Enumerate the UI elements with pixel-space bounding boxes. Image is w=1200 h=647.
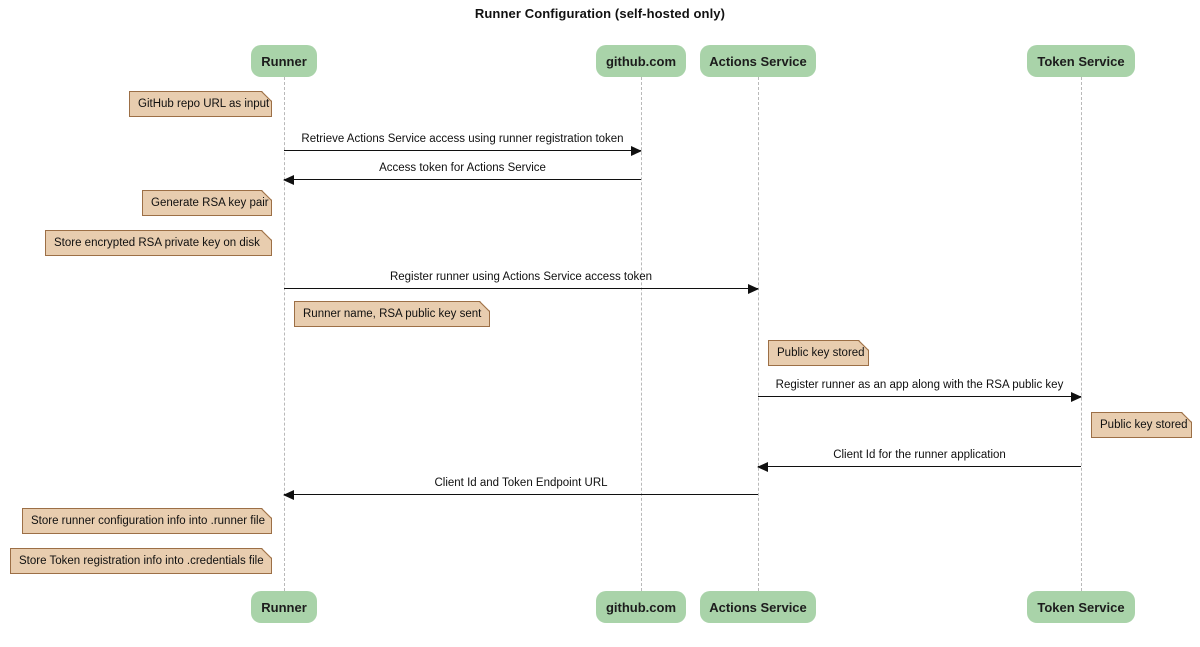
lifeline-actions [758,77,759,591]
lifeline-github [641,77,642,591]
note-box: Public key stored [1091,411,1193,438]
note-box: Store Token registration info into .cred… [10,547,273,574]
note-fold-corner-icon [262,548,272,558]
message-label-5: Client Id and Token Endpoint URL [434,477,608,489]
participant-runner-footer[interactable]: Runner [251,591,317,623]
note-box: Store encrypted RSA private key on disk [45,229,273,256]
diagram-title: Runner Configuration (self-hosted only) [474,6,726,21]
participant-actions-header[interactable]: Actions Service [700,45,816,77]
lifeline-token [1081,77,1082,591]
note-text: Runner name, RSA public key sent [303,308,482,320]
participant-token-header[interactable]: Token Service [1027,45,1135,77]
participant-runner-header[interactable]: Runner [251,45,317,77]
message-label-1: Access token for Actions Service [379,162,546,174]
participant-github-footer[interactable]: github.com [596,591,686,623]
message-label-0: Retrieve Actions Service access using ru… [301,133,624,145]
message-label-3: Register runner as an app along with the… [775,379,1064,391]
arrowhead-icon [748,284,759,294]
arrowhead-icon [757,462,768,472]
note-box: Runner name, RSA public key sent [294,300,491,327]
note-fold-corner-icon [1182,412,1192,422]
participant-token-footer[interactable]: Token Service [1027,591,1135,623]
note-box: Public key stored [768,339,870,366]
note-fold-corner-icon [480,301,490,311]
note-fold-corner-icon [859,340,869,350]
note-text: Store runner configuration info into .ru… [31,515,265,527]
note-text: Store Token registration info into .cred… [19,555,264,567]
message-label-2: Register runner using Actions Service ac… [389,271,653,283]
note-text: Store encrypted RSA private key on disk [54,237,260,249]
note-fold-corner-icon [262,508,272,518]
note-box: Store runner configuration info into .ru… [22,507,273,534]
arrowhead-icon [1071,392,1082,402]
arrowhead-icon [283,490,294,500]
note-fold-corner-icon [262,91,272,101]
message-label-4: Client Id for the runner application [833,449,1006,461]
message-arrow-0 [284,146,642,156]
arrowhead-icon [631,146,642,156]
note-text: GitHub repo URL as input [138,98,270,110]
message-arrow-5 [283,490,758,500]
message-arrow-1 [283,175,641,185]
note-box: GitHub repo URL as input [129,90,273,117]
message-arrow-2 [284,284,759,294]
arrowhead-icon [283,175,294,185]
note-fold-corner-icon [262,230,272,240]
message-arrow-3 [758,392,1082,402]
note-text: Generate RSA key pair [151,197,269,209]
participant-github-header[interactable]: github.com [596,45,686,77]
note-text: Public key stored [777,347,865,359]
note-box: Generate RSA key pair [142,189,273,216]
note-fold-corner-icon [262,190,272,200]
lifeline-runner [284,77,285,591]
note-text: Public key stored [1100,419,1188,431]
message-arrow-4 [757,462,1081,472]
participant-actions-footer[interactable]: Actions Service [700,591,816,623]
